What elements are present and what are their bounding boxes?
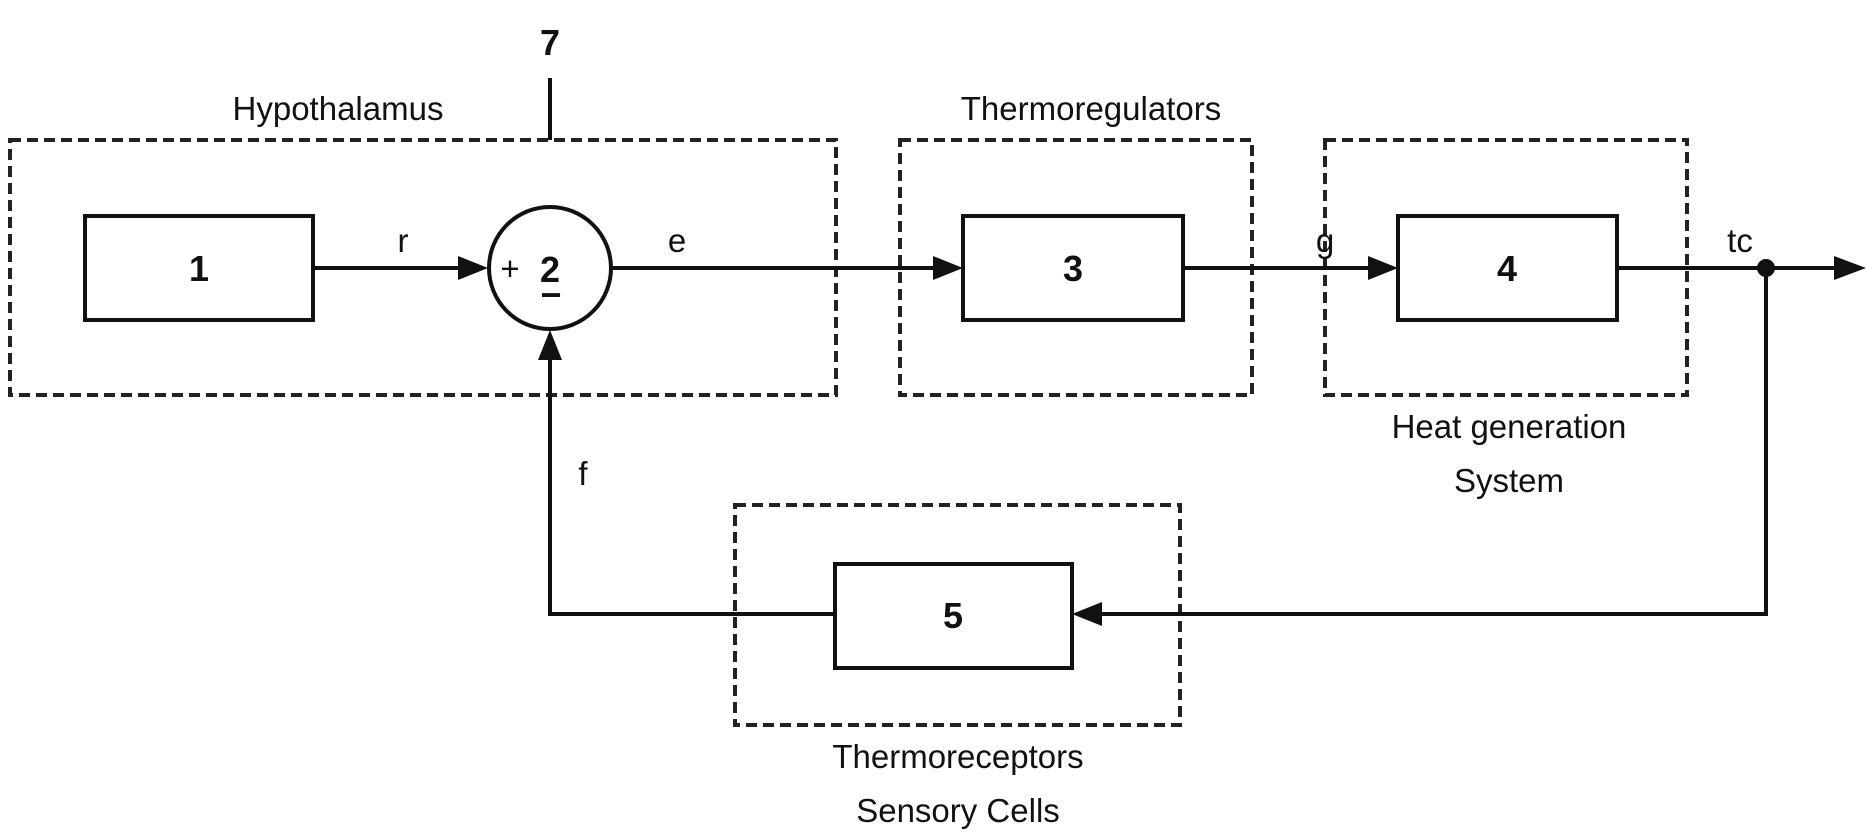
thermoregulators-label: Thermoregulators: [961, 90, 1221, 127]
arrowhead-r: [458, 256, 488, 280]
signal-f-label: f: [578, 455, 588, 492]
thermoreceptors-label-line1: Thermoreceptors: [832, 738, 1083, 775]
summing-minus-sign: −: [540, 274, 561, 315]
signal-e-label: e: [668, 222, 686, 259]
heat-generation-label-line1: Heat generation: [1392, 408, 1627, 445]
arrowhead-f: [538, 330, 562, 360]
block-1-label: 1: [189, 248, 209, 289]
arrowhead-to-5: [1072, 602, 1102, 626]
heat-generation-label-line2: System: [1454, 462, 1564, 499]
arrowhead-output: [1834, 256, 1866, 280]
signal-g-label: g: [1316, 222, 1334, 259]
signal-tc-label: tc: [1727, 222, 1753, 259]
arrowhead-e: [933, 256, 963, 280]
thermoreceptors-label-line2: Sensory Cells: [856, 792, 1060, 829]
signal-r-label: r: [398, 222, 409, 259]
block-5-label: 5: [943, 595, 963, 636]
hypothalamus-label: Hypothalamus: [233, 90, 444, 127]
arrowhead-g: [1368, 256, 1398, 280]
reference-number-7: 7: [540, 22, 560, 63]
feedback-wire-f: [550, 348, 835, 614]
block-4-label: 4: [1497, 248, 1517, 289]
block-3-label: 3: [1063, 248, 1083, 289]
summing-plus-sign: +: [500, 250, 519, 287]
